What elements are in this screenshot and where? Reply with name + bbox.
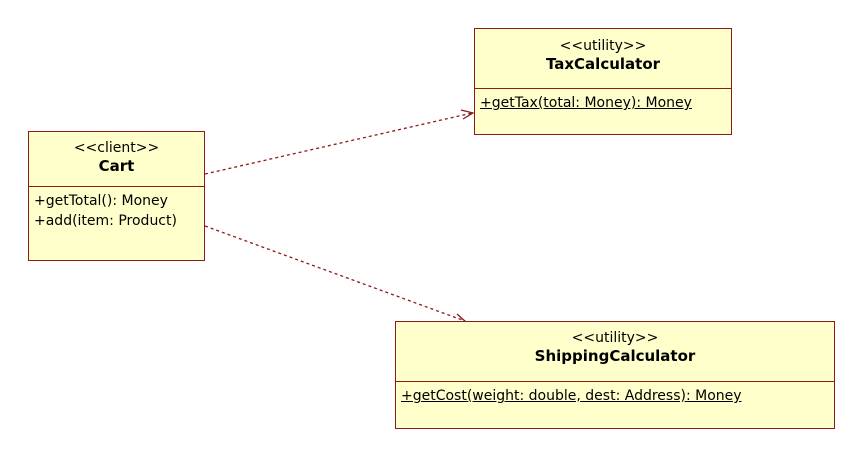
cart-operation-get-total: +getTotal(): Money bbox=[34, 193, 168, 209]
dependency-cart-to-shippingcalculator bbox=[204, 225, 468, 324]
tax-calculator-stereotype: <<utility>> bbox=[559, 38, 647, 54]
tax-calculator-operation-get-tax: +getTax(total: Money): Money bbox=[480, 95, 692, 111]
cart-stereotype: <<client>> bbox=[73, 140, 160, 156]
class-tax-calculator[interactable]: <<utility>> TaxCalculator +getTax(total:… bbox=[474, 28, 732, 135]
class-shipping-calculator-header: <<utility>> ShippingCalculator bbox=[396, 322, 834, 382]
shipping-calculator-operations: +getCost(weight: double, dest: Address):… bbox=[396, 382, 834, 406]
shipping-calculator-stereotype: <<utility>> bbox=[571, 330, 659, 346]
shipping-calculator-class-name: ShippingCalculator bbox=[534, 347, 696, 365]
cart-operations: +getTotal(): Money +add(item: Product) bbox=[29, 187, 204, 231]
class-shipping-calculator[interactable]: <<utility>> ShippingCalculator +getCost(… bbox=[395, 321, 835, 429]
tax-calculator-operations: +getTax(total: Money): Money bbox=[475, 89, 731, 113]
dependency-cart-to-taxcalculator bbox=[204, 109, 475, 175]
class-tax-calculator-header: <<utility>> TaxCalculator bbox=[475, 29, 731, 89]
cart-class-name: Cart bbox=[98, 157, 135, 175]
cart-operation-add: +add(item: Product) bbox=[34, 213, 177, 229]
class-cart-header: <<client>> Cart bbox=[29, 132, 204, 187]
tax-calculator-class-name: TaxCalculator bbox=[545, 55, 661, 73]
class-cart[interactable]: <<client>> Cart +getTotal(): Money +add(… bbox=[28, 131, 205, 261]
shipping-calculator-operation-get-cost: +getCost(weight: double, dest: Address):… bbox=[401, 388, 742, 404]
